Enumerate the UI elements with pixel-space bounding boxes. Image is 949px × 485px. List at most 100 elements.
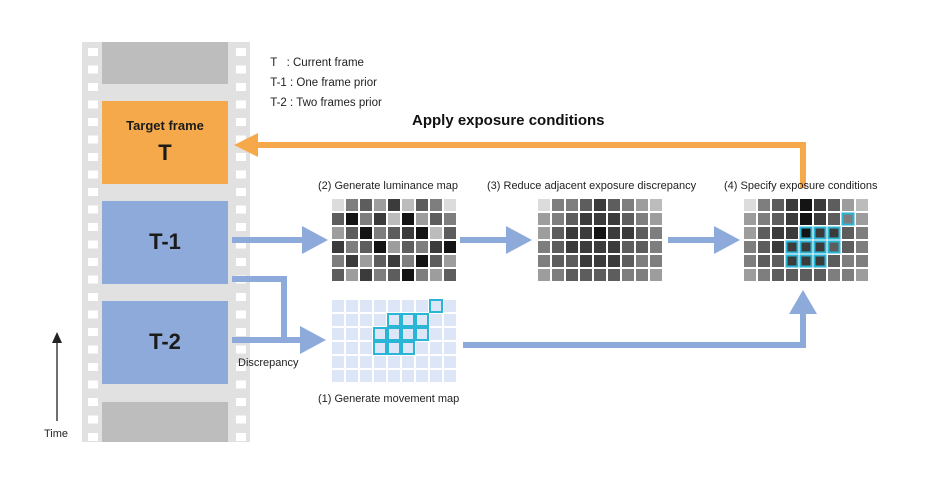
step-luminance-label: (2) Generate luminance map	[318, 180, 459, 192]
map-cell	[374, 213, 386, 225]
frame-t2	[102, 301, 228, 384]
map-cell	[800, 213, 812, 225]
map-cell	[566, 255, 578, 267]
map-cell	[538, 269, 550, 281]
discrepancy-label: Discrepancy	[238, 357, 299, 369]
map-cell	[444, 300, 456, 312]
map-cell	[416, 300, 428, 312]
map-cell	[416, 269, 428, 281]
map-cell	[332, 199, 344, 211]
sprocket-hole	[88, 293, 98, 301]
highlight-cell	[401, 341, 415, 355]
map-cell	[444, 199, 456, 211]
highlight-cell	[387, 341, 401, 355]
map-cell	[374, 356, 386, 368]
map-cell	[622, 241, 634, 253]
map-cell	[416, 370, 428, 382]
map-cell	[552, 255, 564, 267]
map-cell	[430, 199, 442, 211]
map-cell	[856, 269, 868, 281]
map-cell	[388, 370, 400, 382]
highlight-cell	[813, 254, 827, 268]
map-cell	[608, 255, 620, 267]
map-cell	[444, 356, 456, 368]
highlight-cell	[827, 240, 841, 254]
map-cell	[374, 241, 386, 253]
map-cell	[552, 269, 564, 281]
map-cell	[430, 255, 442, 267]
map-cell	[800, 241, 812, 253]
map-cell	[346, 241, 358, 253]
map-cell	[388, 269, 400, 281]
map-cell	[388, 227, 400, 239]
arrow-head-movement-up	[789, 290, 817, 314]
sprocket-hole	[88, 205, 98, 214]
movement-map	[332, 299, 456, 382]
map-cell	[332, 342, 344, 354]
map-cell	[388, 255, 400, 267]
map-cell	[772, 227, 784, 239]
map-cell	[842, 227, 854, 239]
map-cell	[622, 269, 634, 281]
map-cell	[828, 255, 840, 267]
map-cell	[594, 255, 606, 267]
map-cell	[332, 300, 344, 312]
legend-key: T-2	[270, 97, 287, 109]
target-frame	[102, 101, 228, 184]
sprocket-hole	[88, 48, 98, 56]
map-cell	[444, 269, 456, 281]
legend-key: T-1	[270, 77, 287, 89]
sprocket-hole	[236, 380, 246, 389]
map-cell	[650, 227, 662, 239]
map-cell	[332, 314, 344, 326]
map-cell	[374, 255, 386, 267]
map-cell	[430, 269, 442, 281]
map-cell	[594, 213, 606, 225]
map-cell	[758, 199, 770, 211]
map-cell	[650, 269, 662, 281]
map-cell	[346, 300, 358, 312]
sprocket-hole	[88, 398, 98, 406]
map-cell	[608, 199, 620, 211]
highlight-cell	[813, 240, 827, 254]
map-cell	[772, 241, 784, 253]
step-movement-label: (1) Generate movement map	[318, 393, 460, 405]
map-cell	[360, 199, 372, 211]
map-cell	[416, 356, 428, 368]
legend-desc: Current frame	[293, 57, 364, 69]
legend-sep: :	[286, 77, 297, 89]
map-cell	[346, 314, 358, 326]
time-axis	[52, 332, 62, 421]
map-cell	[430, 213, 442, 225]
reduced-discrepancy-map	[538, 199, 662, 281]
legend-row-t2: T-2 : Two frames prior	[264, 85, 382, 109]
highlight-cell	[841, 212, 855, 226]
map-cell	[332, 370, 344, 382]
map-cell	[828, 269, 840, 281]
map-cell	[402, 269, 414, 281]
highlight-cell	[373, 341, 387, 355]
sprocket-hole	[236, 433, 246, 441]
film-frame-bottom	[102, 402, 228, 442]
arrow-head-specify	[714, 226, 740, 254]
sprocket-hole	[236, 135, 246, 144]
map-cell	[786, 269, 798, 281]
map-cell	[346, 342, 358, 354]
map-cell	[374, 314, 386, 326]
map-cell	[636, 199, 648, 211]
map-cell	[360, 213, 372, 225]
arrow-head-luminance	[302, 226, 328, 254]
map-cell	[538, 227, 550, 239]
map-cell	[346, 269, 358, 281]
map-cell	[608, 269, 620, 281]
map-cell	[650, 241, 662, 253]
highlight-cell	[387, 313, 401, 327]
map-cell	[622, 213, 634, 225]
sprocket-hole	[88, 65, 98, 74]
map-cell	[800, 227, 812, 239]
sprocket-hole	[236, 83, 246, 91]
map-cell	[650, 255, 662, 267]
map-cell	[552, 241, 564, 253]
sprocket-hole	[236, 310, 246, 319]
map-cell	[402, 241, 414, 253]
